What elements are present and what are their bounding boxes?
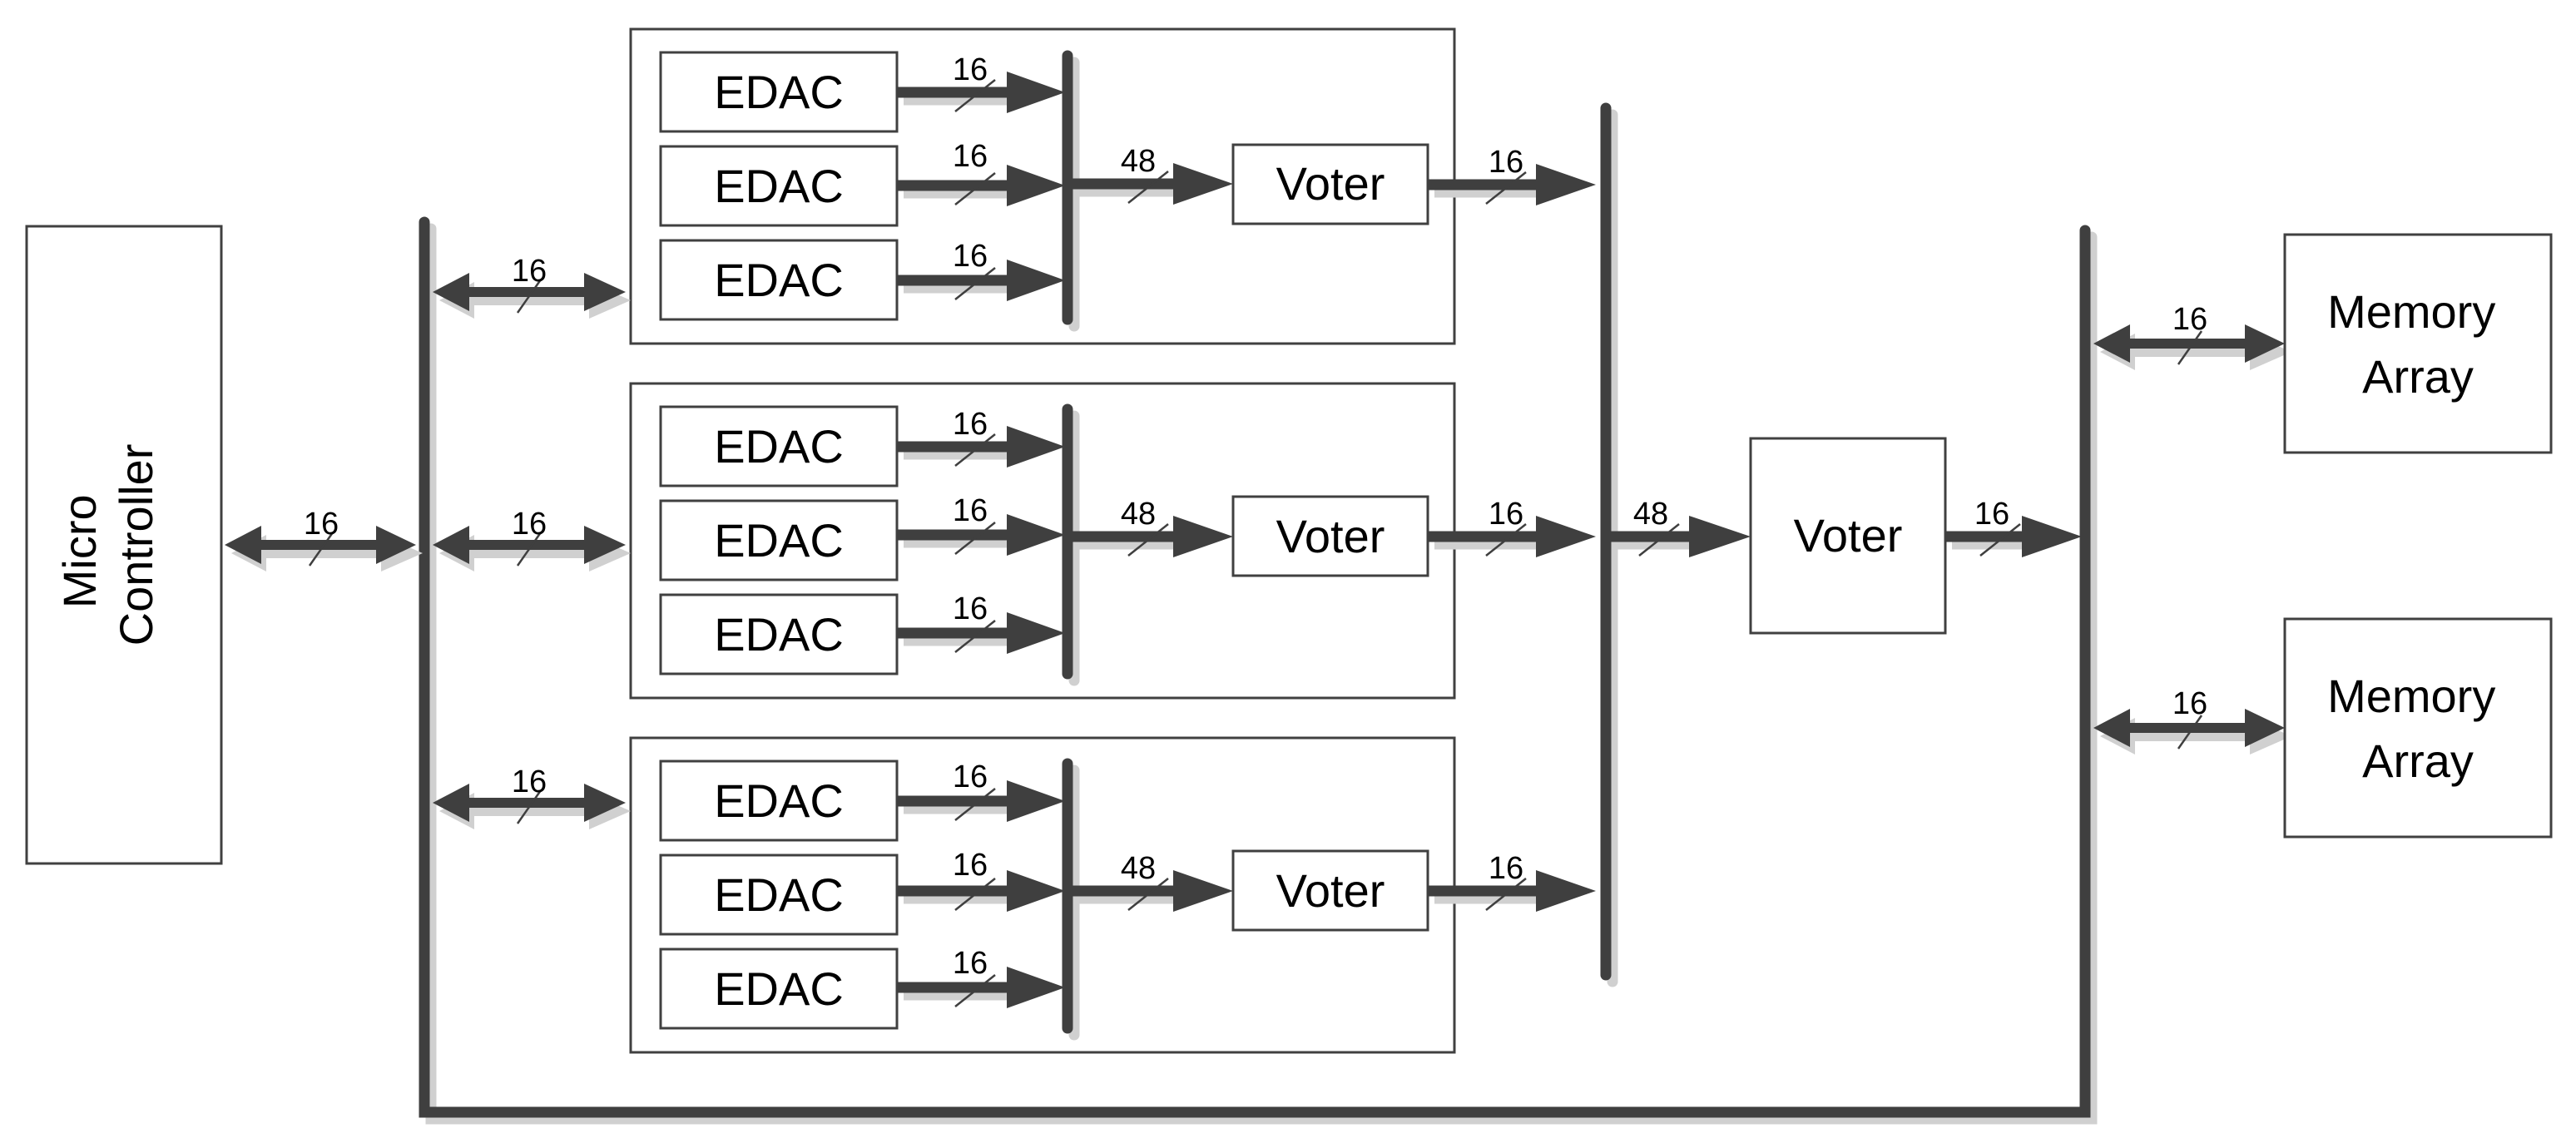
mc-bus-link: 16 [225,507,423,572]
memory-2-width: 16 [2172,686,2207,721]
voter-1-label: Voter [1276,157,1385,210]
edac-2b-label: EDAC [714,514,844,567]
memory-1-width: 16 [2172,302,2207,337]
edac-2a-label: EDAC [714,420,844,473]
final-voter-out-width: 16 [1974,497,2009,532]
group3-voter-in-width: 48 [1121,851,1156,886]
edac-2b [659,499,899,581]
edac-1b [659,145,899,227]
edac-group-2: 16 EDAC EDAC EDAC 16 16 16 [433,382,1596,700]
group3-voter-out-width: 16 [1489,851,1523,886]
voter-3-label: Voter [1276,864,1385,917]
svg-text:16: 16 [953,946,988,981]
edac-1c [659,239,899,321]
edac-3-outputs: 16 16 16 [897,760,1065,1008]
system-bus [419,216,2098,1125]
voter-collect-bus [1600,102,1618,987]
edac-2-outputs: 16 16 16 [897,407,1065,654]
edac-1a [659,51,899,133]
edac-group-1: 16 EDAC EDAC EDAC 16 16 16 [433,27,1596,345]
edac-1c-label: EDAC [714,254,844,306]
group2-voter-in-width: 48 [1121,497,1156,532]
svg-text:16: 16 [953,52,988,87]
memory-array-1 [2283,233,2553,454]
final-voter-label: Voter [1794,509,1903,562]
group2-bus-width: 16 [512,507,547,542]
micro-controller-block: Micro Controller [25,225,223,865]
group1-voter-out-width: 16 [1489,145,1523,180]
svg-text:16: 16 [953,407,988,442]
svg-text:16: 16 [953,239,988,274]
edac-3c-label: EDAC [714,962,844,1015]
final-voter-stage: 48 Voter 16 [1606,437,2082,635]
micro-controller-label: Micro Controller [53,444,162,646]
mc-bus-width: 16 [304,507,339,542]
edac-group-3: 16 EDAC EDAC EDAC 16 16 16 [433,736,1596,1054]
edac-3b-label: EDAC [714,868,844,921]
final-voter-in-width: 48 [1633,497,1668,532]
group1-bus-width: 16 [512,254,547,289]
svg-text:16: 16 [953,760,988,794]
edac-2c [659,593,899,675]
svg-text:16: 16 [953,591,988,626]
group1-voter-in-width: 48 [1121,144,1156,179]
memory-array-2 [2283,617,2553,839]
edac-1b-label: EDAC [714,160,844,212]
group2-voter-out-width: 16 [1489,497,1523,532]
memory-array-2-block: 16 Memory Array [2093,617,2553,839]
memory-array-1-block: 16 Memory Array [2093,233,2553,454]
memory-array-1-label: Memory Array [2327,285,2509,403]
edac-3a-label: EDAC [714,774,844,827]
svg-text:16: 16 [953,848,988,883]
svg-text:16: 16 [953,139,988,174]
edac-1a-label: EDAC [714,66,844,118]
edac-1-outputs: 16 16 16 [897,52,1065,301]
final-voter [1749,437,1947,635]
voter-3 [1231,849,1429,932]
voter-1 [1231,143,1429,225]
voter-2-label: Voter [1276,510,1385,562]
group3-bus-width: 16 [512,764,547,799]
edac-3b [659,854,899,936]
svg-text:16: 16 [953,493,988,528]
edac-3c [659,948,899,1030]
edac-2c-label: EDAC [714,608,844,661]
memory-array-2-label: Memory Array [2327,670,2509,787]
edac-3a [659,760,899,842]
voter-2 [1231,495,1429,577]
